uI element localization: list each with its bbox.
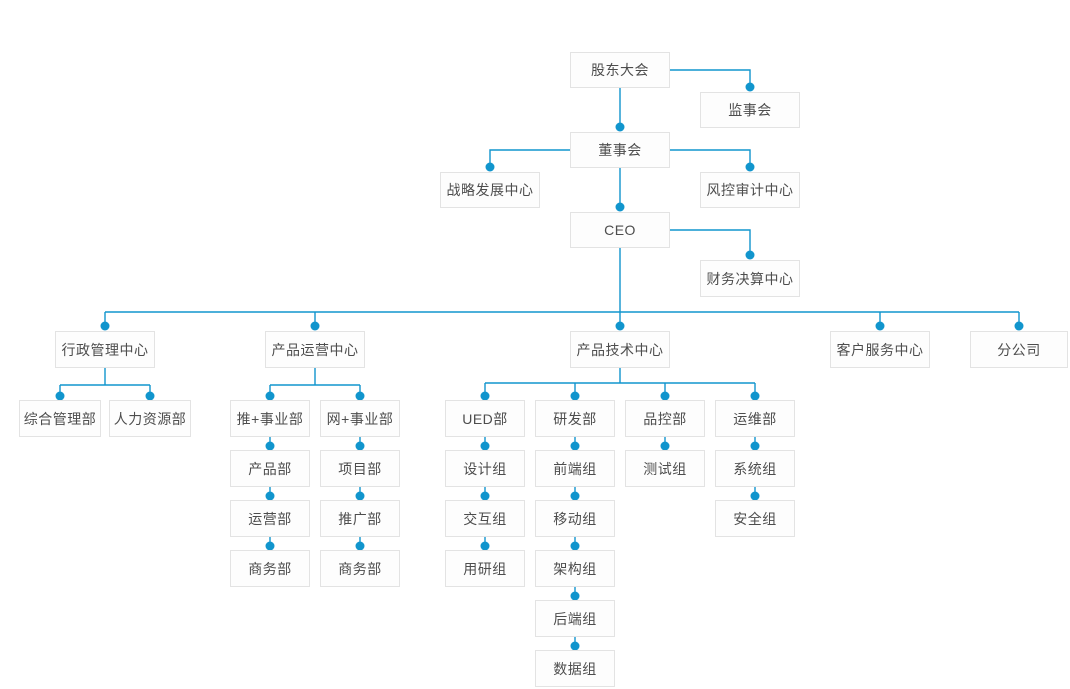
org-node-system-group: 系统组 (715, 450, 795, 487)
org-node-rd-dept: 研发部 (535, 400, 615, 437)
org-node-operations-dept: 运营部 (230, 500, 310, 537)
org-node-ops-maint-dept: 运维部 (715, 400, 795, 437)
org-node-project-dept: 项目部 (320, 450, 400, 487)
org-node-board-of-directors: 董事会 (570, 132, 670, 168)
org-node-branch-company: 分公司 (970, 331, 1068, 368)
org-node-ceo: CEO (570, 212, 670, 248)
org-node-promotion-dept: 推广部 (320, 500, 400, 537)
org-node-admin-center: 行政管理中心 (55, 331, 155, 368)
org-node-user-research-group: 用研组 (445, 550, 525, 587)
org-node-design-group: 设计组 (445, 450, 525, 487)
org-node-risk-audit-center: 风控审计中心 (700, 172, 800, 208)
org-node-data-group: 数据组 (535, 650, 615, 687)
org-node-security-group: 安全组 (715, 500, 795, 537)
org-node-testing-group: 测试组 (625, 450, 705, 487)
org-node-backend-group: 后端组 (535, 600, 615, 637)
org-node-interaction-group: 交互组 (445, 500, 525, 537)
org-node-customer-service-center: 客户服务中心 (830, 331, 930, 368)
org-node-supervisory-board: 监事会 (700, 92, 800, 128)
org-node-architecture-group: 架构组 (535, 550, 615, 587)
org-node-product-tech-center: 产品技术中心 (570, 331, 670, 368)
org-node-product-ops-center: 产品运营中心 (265, 331, 365, 368)
org-node-product-dept: 产品部 (230, 450, 310, 487)
org-node-hr-dept: 人力资源部 (109, 400, 191, 437)
org-node-commerce-dept-1: 商务部 (230, 550, 310, 587)
org-node-mobile-group: 移动组 (535, 500, 615, 537)
org-node-commerce-dept-2: 商务部 (320, 550, 400, 587)
org-node-finance-center: 财务决算中心 (700, 260, 800, 297)
org-node-frontend-group: 前端组 (535, 450, 615, 487)
org-node-shareholders-meeting: 股东大会 (570, 52, 670, 88)
org-node-strategy-dev-center: 战略发展中心 (440, 172, 540, 208)
org-node-tui-business-dept: 推+事业部 (230, 400, 310, 437)
org-node-general-mgmt-dept: 综合管理部 (19, 400, 101, 437)
org-node-wang-business-dept: 网+事业部 (320, 400, 400, 437)
org-node-ued-dept: UED部 (445, 400, 525, 437)
org-node-qc-dept: 品控部 (625, 400, 705, 437)
